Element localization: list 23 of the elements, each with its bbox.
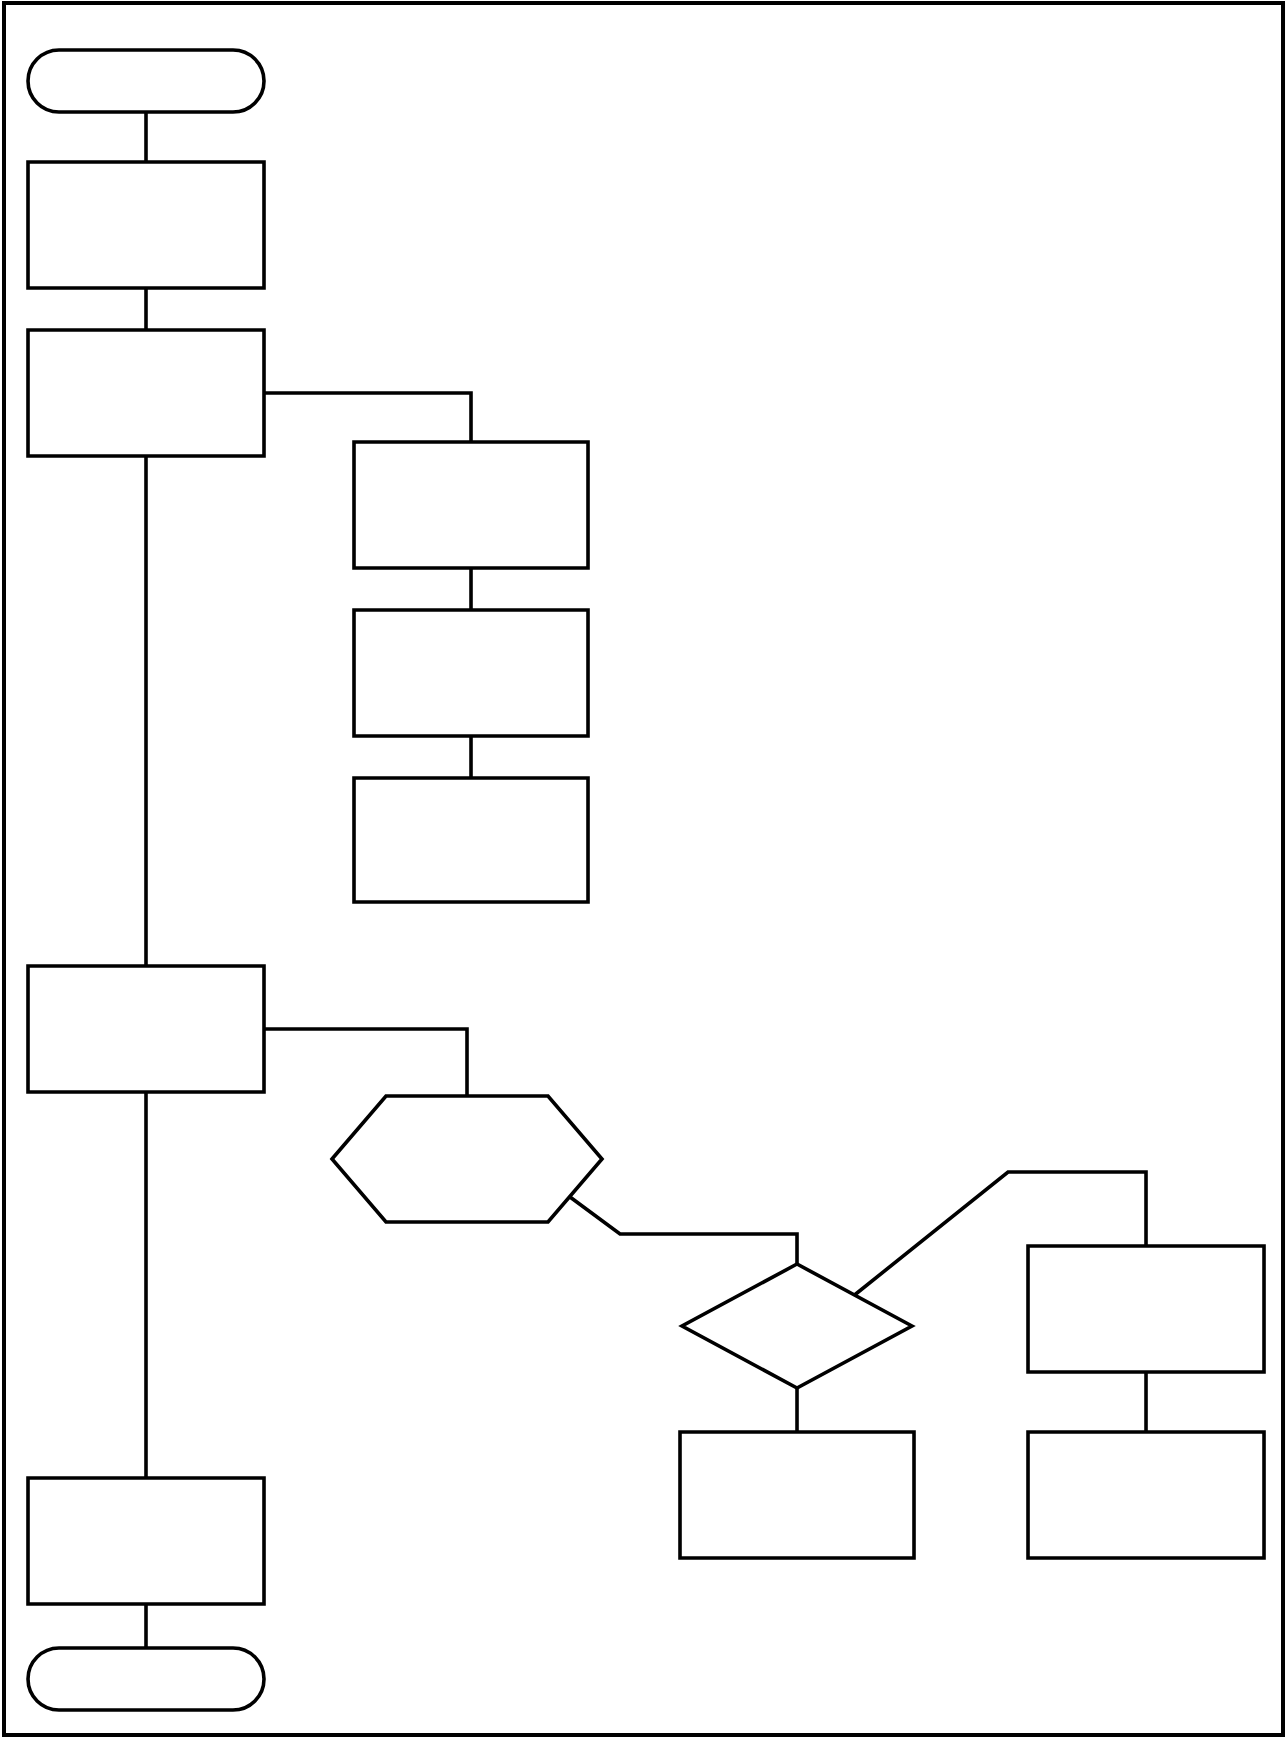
connector-line [469,568,473,610]
process-box [26,964,266,1094]
connector-line [144,1092,148,1478]
process-box [352,608,590,738]
connector-line [853,1170,1148,1297]
connector-line [264,391,473,442]
process-box [1026,1430,1266,1560]
connector-line [1144,1372,1148,1432]
process-box [352,776,590,904]
process-box [678,1430,916,1560]
connector-line [144,1604,148,1648]
connector-line [469,736,473,778]
process-box [1026,1244,1266,1374]
process-box [26,328,266,458]
connector-line [264,1027,469,1096]
process-box [26,1476,266,1606]
process-box [26,160,266,290]
process-box [352,440,590,570]
connector-line [795,1388,799,1432]
connector-line [144,288,148,330]
connector-line [144,456,148,966]
connector-line [568,1195,799,1264]
connector-line [144,112,148,162]
